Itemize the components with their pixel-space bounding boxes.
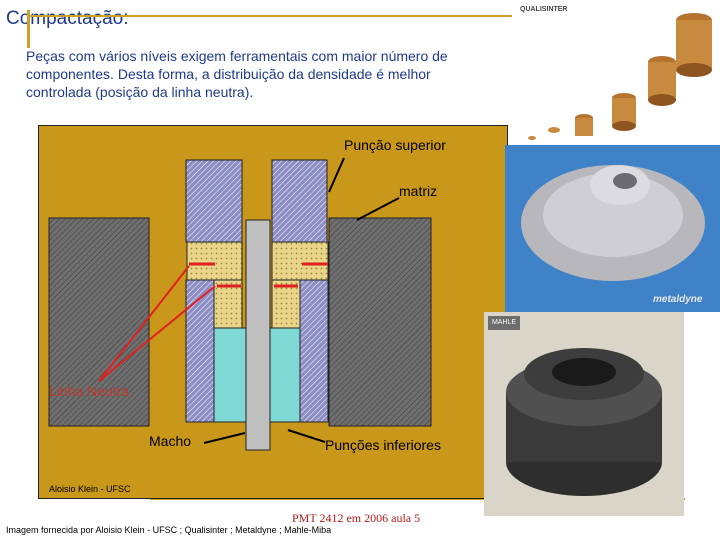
pointer-upper-punch <box>328 157 345 193</box>
pointer-neutral-2 <box>98 285 216 382</box>
sintered-gear-photo <box>484 312 684 516</box>
diagram-credit: Aloisio Klein - UFSC <box>49 484 131 494</box>
upper-punch-label: Punção superior <box>344 137 446 153</box>
title-accent-vertical-line <box>27 10 30 48</box>
die-left <box>48 217 150 427</box>
tooling-cross-section <box>48 157 432 451</box>
die-right <box>328 217 432 427</box>
image-source-note: Imagem fornecida por Aloisio Klein - UFS… <box>6 525 332 535</box>
lower-punches-label: Punções inferiores <box>325 437 441 453</box>
upper-punch-right <box>271 159 328 243</box>
powder-pocket-left <box>213 279 243 329</box>
intro-paragraph: Peças com vários níveis exigem ferrament… <box>26 48 448 100</box>
neutral-line-label: Linha Neutra <box>49 383 130 399</box>
pointer-core <box>203 432 246 444</box>
upper-punch-left <box>185 159 243 243</box>
powder-right <box>271 241 329 281</box>
mahle-logo: MAHLE <box>488 316 520 330</box>
title-accent-horizontal-line <box>27 15 512 17</box>
slide-title: Compactação: <box>6 8 129 29</box>
core-rod-label: Macho <box>149 433 192 449</box>
course-footer: PMT 2412 em 2006 aula 5 <box>292 511 421 525</box>
lower-punch-outer-right <box>299 279 329 423</box>
pointer-lower-punch <box>287 429 326 443</box>
pointer-die <box>356 197 400 221</box>
powder-left <box>186 241 243 281</box>
qualisinter-logo: QUALISINTER <box>520 6 568 13</box>
lower-punch-outer-left <box>185 279 215 423</box>
pointer-neutral-1 <box>98 265 190 382</box>
metaldyne-logo: metaldyne <box>653 294 703 305</box>
metal-part-photo <box>505 145 720 312</box>
compaction-tooling-diagram: Punção superior matriz Linha Neutra Mach… <box>38 125 508 499</box>
powder-pocket-right <box>271 279 301 329</box>
sintered-bushings-photo <box>512 0 720 145</box>
die-label: matriz <box>399 183 438 199</box>
core-rod <box>245 219 271 451</box>
footer-accent-line <box>150 498 685 500</box>
